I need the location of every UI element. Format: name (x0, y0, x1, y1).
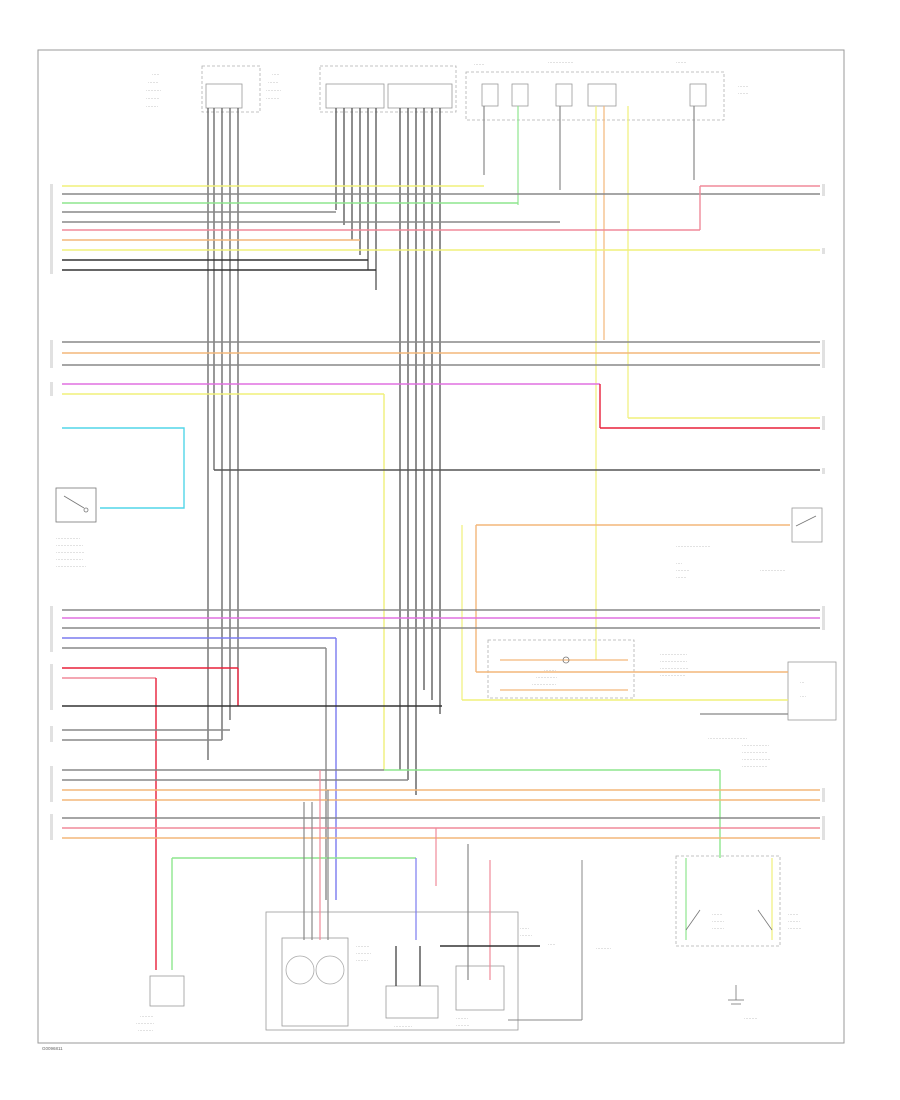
svg-text:···: ··· (800, 680, 805, 685)
svg-text:·················: ················· (760, 568, 785, 573)
svg-text:·········: ········· (744, 1016, 758, 1021)
svg-text:········: ········ (712, 919, 724, 924)
fuse-drop-wires (483, 106, 695, 660)
svg-text:················: ················ (56, 536, 80, 541)
horizontal-wires-lower (62, 609, 820, 970)
svg-text:··················: ·················· (56, 543, 83, 548)
footer-code: G0096811 (42, 1046, 63, 1051)
svg-text:········: ········ (712, 926, 724, 931)
svg-text:·········: ········· (356, 944, 370, 949)
svg-text:····················: ···················· (56, 564, 86, 569)
svg-text:··················: ·················· (742, 743, 769, 748)
svg-text:···················: ··················· (660, 666, 688, 671)
bottom-right-sensors: ······· ········ ········ ······· ······… (675, 855, 802, 1021)
svg-text:·······················: ······················· (676, 544, 710, 549)
svg-text:·······: ······· (148, 80, 159, 85)
sensor-switch-left: ················ ·················· ····… (55, 487, 97, 569)
right-switch-assembly: ······················· ···· ········· ·… (475, 507, 823, 672)
svg-text:········: ········ (146, 104, 158, 109)
svg-text:·······: ······· (474, 62, 485, 67)
svg-text:·················: ················· (660, 673, 685, 678)
svg-text:·········: ········· (788, 926, 802, 931)
svg-text:················: ················ (532, 682, 556, 687)
bottom-left-sensor: ········· ············ ·········· (136, 857, 416, 1033)
horizontal-wires-middle (62, 341, 820, 770)
svg-text:·······: ······· (676, 575, 687, 580)
svg-text:·········: ········· (266, 96, 280, 101)
svg-text:·················: ················· (548, 60, 573, 65)
svg-text:··············: ·············· (536, 675, 557, 680)
svg-text:····: ···· (800, 694, 806, 699)
svg-text:··········: ·········· (146, 88, 161, 93)
svg-text:············: ············ (136, 1021, 154, 1026)
svg-text:··················: ·················· (660, 652, 687, 657)
svg-text:·······: ······· (738, 91, 749, 96)
top-left-connector-1: ····· ······· ·········· ········· ·····… (146, 65, 261, 113)
svg-text:··························: ·························· (708, 736, 747, 741)
diagram-frame (37, 49, 845, 1044)
svg-text:·······: ······· (738, 84, 749, 89)
svg-text:·······: ······· (268, 80, 279, 85)
svg-text:···················: ··················· (56, 550, 84, 555)
svg-text:··········: ·········· (356, 951, 371, 956)
svg-text:······: ······ (520, 926, 529, 931)
svg-text:··········: ·········· (596, 946, 611, 951)
fuse-block-top: ······· ················· ······· ······… (465, 60, 749, 121)
svg-text:········: ········ (544, 668, 556, 673)
svg-text:····: ···· (676, 561, 682, 566)
svg-text:···················: ··················· (742, 757, 770, 762)
svg-text:··········: ·········· (138, 1028, 153, 1033)
svg-text:········: ········ (356, 958, 368, 963)
svg-text:·········: ········· (146, 96, 160, 101)
svg-text:··················: ·················· (56, 557, 83, 562)
svg-text:·········: ········· (676, 568, 690, 573)
svg-text:·······: ······· (676, 60, 687, 65)
relay-box-right: ··· ···· ·························· ····… (462, 661, 837, 769)
svg-text:············: ············ (394, 1024, 412, 1029)
horizontal-wires-upper (62, 185, 820, 271)
svg-text:·················: ················· (742, 750, 767, 755)
svg-text:·····: ····· (548, 942, 556, 947)
left-edge-terminals (50, 184, 53, 840)
svg-text:··········: ·········· (266, 88, 281, 93)
svg-text:·····: ····· (272, 72, 280, 77)
svg-text:········: ········ (520, 933, 532, 938)
top-left-connector-2: ····· ······· ·········· ········· (266, 65, 457, 113)
svg-text:··················: ·················· (660, 659, 687, 664)
svg-text:·····: ····· (152, 72, 160, 77)
vertical-wire-bundle-left (207, 108, 239, 760)
svg-text:·······: ······· (788, 912, 799, 917)
center-module-box: ········ ·············· ················… (487, 639, 688, 699)
svg-text:·········: ········· (456, 1023, 470, 1028)
svg-text:········: ········ (788, 919, 800, 924)
vertical-wire-bundle-center (335, 108, 441, 795)
right-edge-terminals (822, 184, 825, 840)
svg-text:·················: ················· (742, 764, 767, 769)
svg-text:·······: ······· (712, 912, 723, 917)
bottom-center-module: ········· ·········· ········ ··········… (265, 770, 611, 1031)
cyan-sensor-wire (62, 427, 185, 509)
svg-text:·········: ········· (140, 1014, 154, 1019)
svg-text:········: ········ (456, 1016, 468, 1021)
